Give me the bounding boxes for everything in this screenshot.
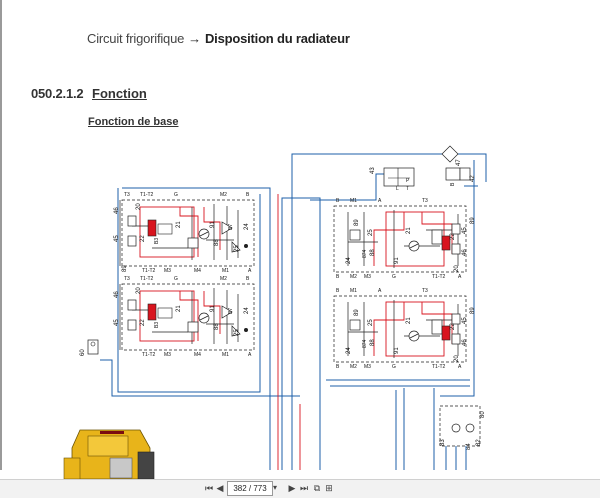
breadcrumb-arrow-icon: → xyxy=(188,31,201,46)
breadcrumb: Circuit frigorifique→Disposition du radi… xyxy=(87,31,350,46)
svg-text:P: P xyxy=(406,178,410,184)
bottom-right-unit: 80 82 83 84 xyxy=(439,405,486,470)
svg-text:80: 80 xyxy=(480,411,486,418)
prev-page-icon[interactable]: ◀ xyxy=(216,483,224,493)
section-title: Fonction xyxy=(92,86,147,101)
svg-text:43: 43 xyxy=(370,167,376,174)
top-right-unit: 43 L P T 47 42 B xyxy=(370,145,476,192)
machine-illustration xyxy=(63,429,155,479)
svg-text:B: B xyxy=(450,182,456,186)
svg-text:47: 47 xyxy=(456,159,462,166)
svg-text:42: 42 xyxy=(470,175,476,182)
section-number: 050.2.1.2 xyxy=(31,86,84,101)
svg-text:83: 83 xyxy=(440,439,446,446)
svg-text:82: 82 xyxy=(476,439,482,446)
component-60: 60 89 xyxy=(80,265,128,356)
page-edge xyxy=(0,0,2,470)
svg-text:89: 89 xyxy=(122,265,128,272)
svg-text:84: 84 xyxy=(466,443,472,450)
right-valve-bottom xyxy=(333,287,477,371)
page-dropdown-icon[interactable]: ▾ xyxy=(273,483,278,492)
breadcrumb-current: Disposition du radiateur xyxy=(204,31,350,46)
left-valve-bottom xyxy=(113,275,255,359)
next-page-icon[interactable]: ▶ xyxy=(288,483,296,493)
svg-text:60: 60 xyxy=(80,349,86,356)
subsection-title: Fonction de base xyxy=(88,116,179,128)
single-page-view-icon[interactable]: ⧉ xyxy=(313,483,321,493)
page-number-input[interactable]: 382 / 773 xyxy=(227,481,273,496)
breadcrumb-parent[interactable]: Circuit frigorifique xyxy=(87,31,185,46)
pdf-toolbar: ⏮ ◀ 382 / 773 ▾ ▶ ⏭ ⧉ ⊞ xyxy=(0,479,600,498)
left-valve-top xyxy=(113,191,255,275)
last-page-icon[interactable]: ⏭ xyxy=(299,483,309,493)
first-page-icon[interactable]: ⏮ xyxy=(204,483,214,493)
svg-text:T: T xyxy=(406,186,409,192)
svg-text:L: L xyxy=(396,186,399,192)
right-valve-top xyxy=(333,197,477,281)
hydraulic-diagram: T3 T1-T2 G M2 B T1-T2 M3 M4 M1 A 46 45 2… xyxy=(63,145,487,479)
two-page-view-icon[interactable]: ⊞ xyxy=(325,483,333,493)
